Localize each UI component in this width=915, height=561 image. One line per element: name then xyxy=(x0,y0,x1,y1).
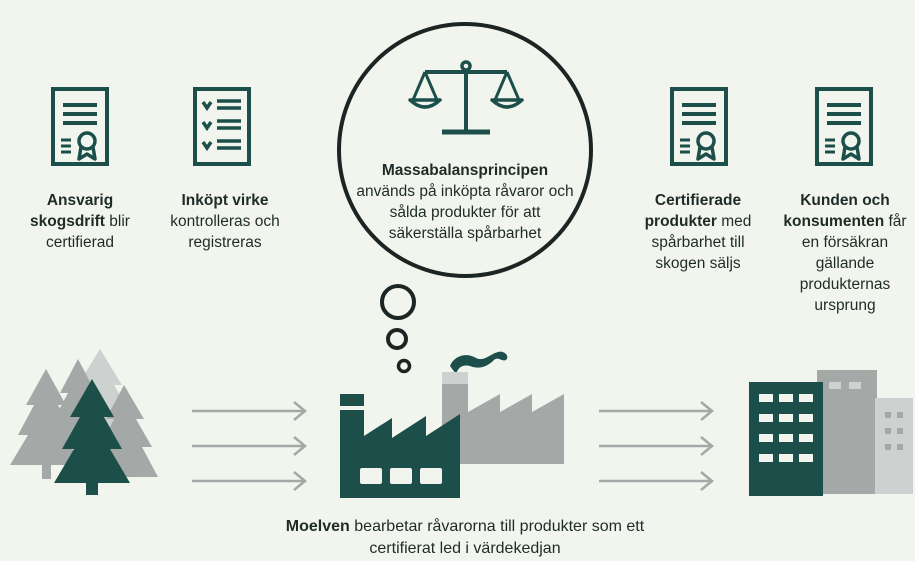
factory-icon xyxy=(340,351,564,498)
step-caption-4: Certifierade produkter med spårbarhet ti… xyxy=(644,192,752,272)
step-caption-1: Ansvarig skogsdrift blir certifierad xyxy=(30,192,130,251)
buildings-icon xyxy=(749,370,913,496)
step-caption-5: Kunden och konsumenten får en försäkran … xyxy=(783,192,907,314)
arrows-right xyxy=(599,401,714,491)
checklist-icon xyxy=(193,87,251,166)
scales-icon xyxy=(408,60,524,135)
step-caption-3: Massabalansprincipen används på inköpta … xyxy=(356,162,574,242)
arrows-left xyxy=(192,401,307,491)
forest-icon xyxy=(10,349,158,495)
certificate-icon xyxy=(51,87,109,166)
bottom-caption: Moelven bearbetar råvarorna till produkt… xyxy=(285,518,645,557)
step-caption-2: Inköpt virke kontrolleras och registrera… xyxy=(170,192,280,251)
certificate-icon xyxy=(815,87,873,166)
certificate-icon xyxy=(670,87,728,166)
